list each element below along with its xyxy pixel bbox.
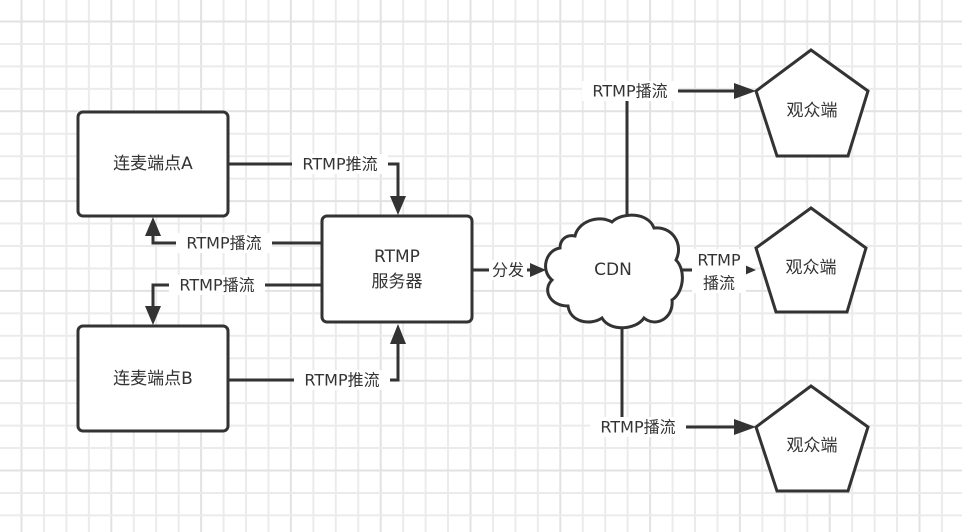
node-label-endpoint-b: 连麦端点B <box>113 369 193 389</box>
node-viewer-1[interactable]: 观众端 <box>754 48 870 158</box>
arrow-head-right <box>530 263 546 277</box>
edge-label-b-to-server: RTMP推流 <box>304 371 379 390</box>
edge-label-bg <box>489 260 527 280</box>
edge-line <box>620 322 738 429</box>
edge-label-cdn-to-viewer-2-line1: RTMP <box>697 251 741 270</box>
edge-label-bg <box>169 275 265 295</box>
arrow-head-right <box>734 419 756 435</box>
node-endpoint-b[interactable]: 连麦端点B <box>76 324 230 433</box>
edge-label-bg <box>590 417 686 437</box>
node-viewer-3[interactable]: 观众端 <box>754 384 870 493</box>
node-cdn[interactable]: CDN <box>544 213 684 330</box>
edge-label-cdn-to-viewer-3: RTMP播流 <box>600 418 675 437</box>
edge-server-to-b[interactable]: RTMP播流 <box>145 275 322 325</box>
edge-a-to-server[interactable]: RTMP推流 <box>228 154 406 215</box>
node-label-viewer-3: 观众端 <box>787 436 838 456</box>
edge-label-bg <box>692 249 746 293</box>
edge-server-to-a[interactable]: RTMP播流 <box>145 217 322 253</box>
edge-label-server-to-b: RTMP播流 <box>179 276 254 295</box>
node-label-rtmp-server-line1: RTMP <box>374 247 420 267</box>
edge-label-bg <box>292 154 388 174</box>
pentagon-shape <box>754 48 870 158</box>
edge-label-bg <box>294 370 390 390</box>
edge-b-to-server[interactable]: RTMP推流 <box>228 324 406 390</box>
edge-cdn-to-viewer-3[interactable]: RTMP播流 <box>590 322 756 437</box>
edge-label-server-to-cdn: 分发 <box>492 261 524 280</box>
edge-line <box>625 89 738 216</box>
rounded-rectangle-shape <box>76 324 230 433</box>
rounded-rectangle-shape <box>320 214 474 324</box>
edge-label-bg <box>582 81 678 101</box>
edge-line <box>228 340 400 382</box>
arrow-head-up <box>390 324 406 344</box>
pentagon-shape <box>754 384 870 493</box>
node-rtmp-server[interactable]: RTMP 服务器 <box>320 214 474 324</box>
cloud-shape <box>544 213 684 330</box>
edge-label-a-to-server: RTMP推流 <box>302 155 377 174</box>
arrow-head-up <box>145 217 161 236</box>
edge-line <box>151 283 322 310</box>
node-label-viewer-2: 观众端 <box>786 258 837 278</box>
node-label-cdn: CDN <box>594 260 632 280</box>
node-endpoint-a[interactable]: 连麦端点A <box>76 110 230 218</box>
edge-server-to-cdn[interactable]: 分发 <box>472 260 546 280</box>
node-viewer-2[interactable]: 观众端 <box>754 206 868 314</box>
arrow-head-right <box>734 83 756 99</box>
edge-label-server-to-a: RTMP播流 <box>186 234 261 253</box>
edge-line <box>228 162 400 200</box>
edge-cdn-to-viewer-1[interactable]: RTMP播流 <box>582 81 756 216</box>
arrow-head-down <box>390 196 406 215</box>
edge-cdn-to-viewer-2[interactable]: RTMP 播流 <box>678 249 756 293</box>
node-label-viewer-1: 观众端 <box>787 101 838 121</box>
edge-label-cdn-to-viewer-1: RTMP播流 <box>592 82 667 101</box>
arrow-head-down <box>145 306 161 325</box>
node-label-endpoint-a: 连麦端点A <box>113 154 193 174</box>
pentagon-shape <box>754 206 868 314</box>
edge-label-cdn-to-viewer-2-line2: 播流 <box>703 274 735 293</box>
node-label-rtmp-server-line2: 服务器 <box>372 272 423 292</box>
rounded-rectangle-shape <box>76 110 230 218</box>
edge-label-bg <box>176 233 272 253</box>
